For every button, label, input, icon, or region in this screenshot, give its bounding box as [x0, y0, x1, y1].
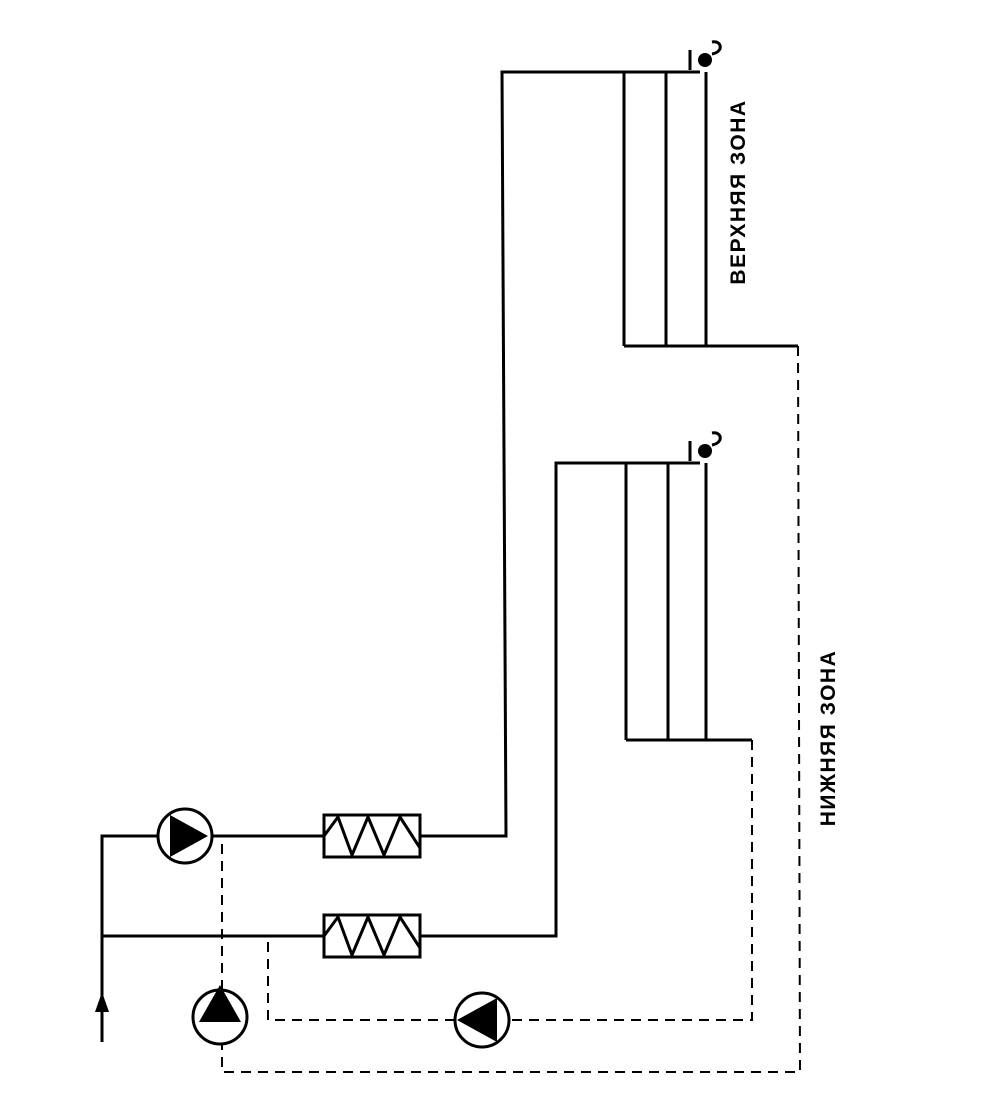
- return-lines: [221, 345, 802, 1073]
- lower-air-vent-icon: [688, 431, 722, 461]
- lower-zone-risers: [624, 463, 752, 742]
- lower-heat-exchanger: [322, 913, 422, 960]
- upper-air-vent-icon: [688, 40, 722, 70]
- lower-return-pump: [453, 991, 511, 1049]
- supply-inlet: [95, 834, 324, 1042]
- upper-return-pump: [191, 985, 249, 1046]
- lower-zone-supply: [420, 461, 700, 938]
- upper-zone-label: ВЕРХНЯЯ ЗОНА: [727, 99, 750, 284]
- lower-zone-label: НИЖНЯЯ ЗОНА: [817, 650, 840, 826]
- upper-heat-exchanger: [322, 813, 422, 860]
- upper-circulation-pump: [156, 807, 214, 865]
- upper-zone-risers: [622, 72, 798, 348]
- upper-zone-supply: [212, 70, 700, 838]
- inlet-arrow-icon: [95, 992, 109, 1012]
